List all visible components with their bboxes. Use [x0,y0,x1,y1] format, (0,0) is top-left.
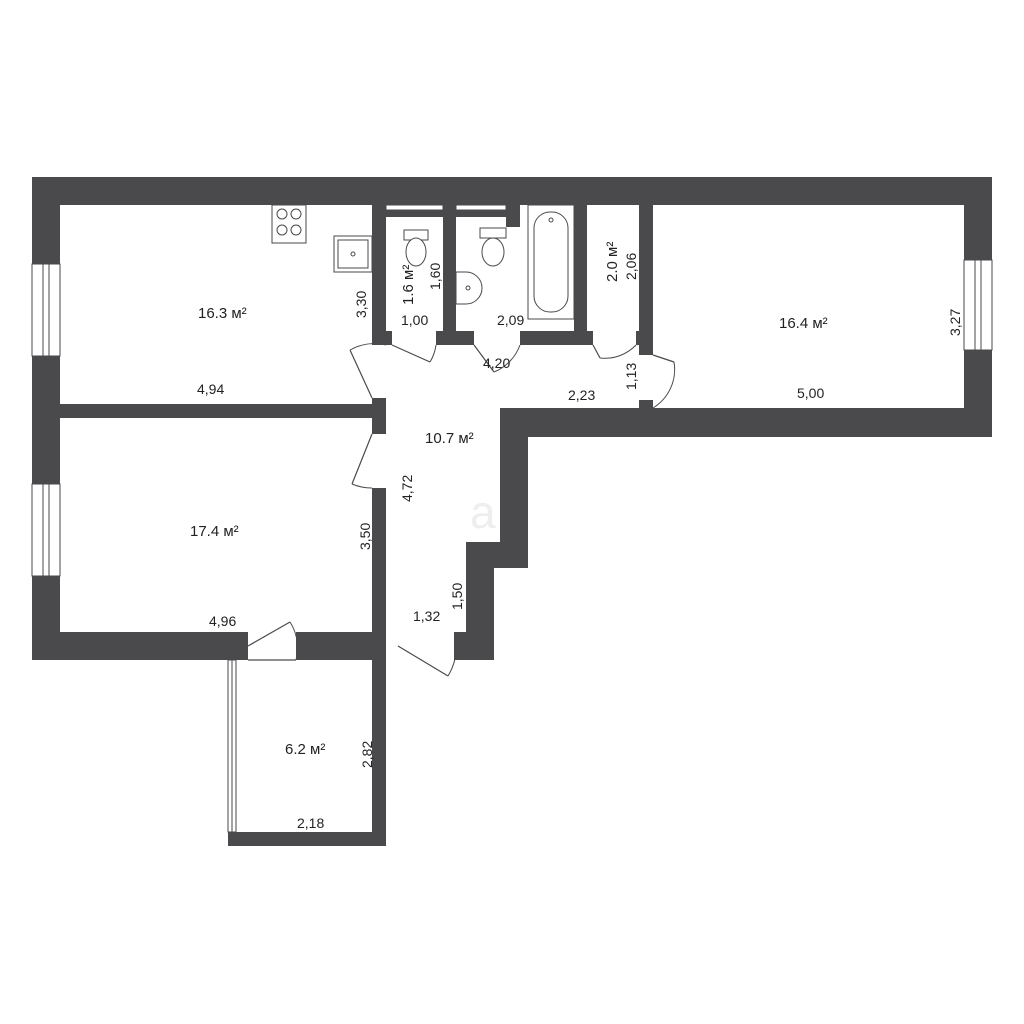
room-right-area: 16.4 м² [779,315,828,332]
wall-balcony-right [372,660,386,846]
hallway-dim-right: 2,23 [568,387,595,403]
kitchen-height: 3,30 [353,291,369,318]
room-right-height: 3,27 [947,309,963,336]
room-right-width: 5,00 [797,385,824,401]
closet-area: 2.0 м² [604,242,621,282]
wall-hall-right-upper [500,408,528,568]
wall-duct-stub [506,205,520,227]
watermark: a [470,486,496,538]
hallway-dim-top: 4,20 [483,355,510,371]
wall-top [32,177,992,205]
hallway-area: 10.7 м² [425,430,474,447]
sink-icon [333,235,373,273]
walls [32,177,992,846]
toilet-width: 1,00 [401,312,428,328]
wall-bath-right [574,205,587,345]
stove-icon [271,204,307,244]
hallway-dim-bottom: 1,32 [413,608,440,624]
wall-closet-bottom-b [636,331,653,345]
wall-left-room-bottom-a [32,632,248,660]
doors [247,343,676,677]
wall-toilet-right [443,205,456,345]
wall-toilet-bottom-a [386,331,392,345]
wall-left-room-right-a [372,398,386,434]
toilet-area: 1.6 м² [400,265,417,305]
bathroom-toilet-icon [479,227,507,267]
wall-left [32,177,60,660]
wall-kitchen-right [372,205,386,345]
wall-left-room-bottom-b [296,632,386,660]
wall-toilet-bottom-b [436,331,474,345]
window-left-room [31,483,61,577]
closet-dim: 1,13 [623,363,639,390]
duct-shaft-1 [385,204,444,211]
room-left-width: 4,96 [209,613,236,629]
kitchen-width: 4,94 [197,381,224,397]
fixtures [271,204,575,320]
toilet-icon [403,229,429,267]
balcony-height: 2,82 [359,741,375,768]
toilet-height: 1,60 [427,263,443,290]
room-left-height: 3,50 [357,523,373,550]
hallway-dim-step: 1,50 [449,583,465,610]
room-left-area: 17.4 м² [190,523,239,540]
wall-hall-bottom-right [454,632,494,660]
wall-right-room-bottom [500,408,992,437]
bathtub-icon [527,204,575,320]
windows [31,259,993,833]
hallway-dim-vertical: 4,72 [399,475,415,502]
bathroom-width: 2,09 [497,312,524,328]
wall-bath-bottom [520,331,587,345]
window-right-room [963,259,993,351]
wall-closet-bottom-a [587,331,593,345]
washbasin-icon [455,271,483,305]
wall-balcony-bottom [228,832,386,846]
wall-closet-right-lower [639,400,653,410]
balcony-width: 2,18 [297,815,324,831]
closet-height: 2,06 [623,253,639,280]
wall-kitchen-bottom [60,404,386,418]
room-labels: 16.3 м² 4,94 3,30 16.4 м² 5,00 3,27 17.4… [190,242,963,831]
wall-left-room-right-b [372,488,386,660]
wall-closet-right [639,205,653,355]
window-kitchen [31,263,61,357]
balcony-area: 6.2 м² [285,741,325,758]
kitchen-area: 16.3 м² [198,305,247,322]
duct-shaft-2 [455,204,507,211]
